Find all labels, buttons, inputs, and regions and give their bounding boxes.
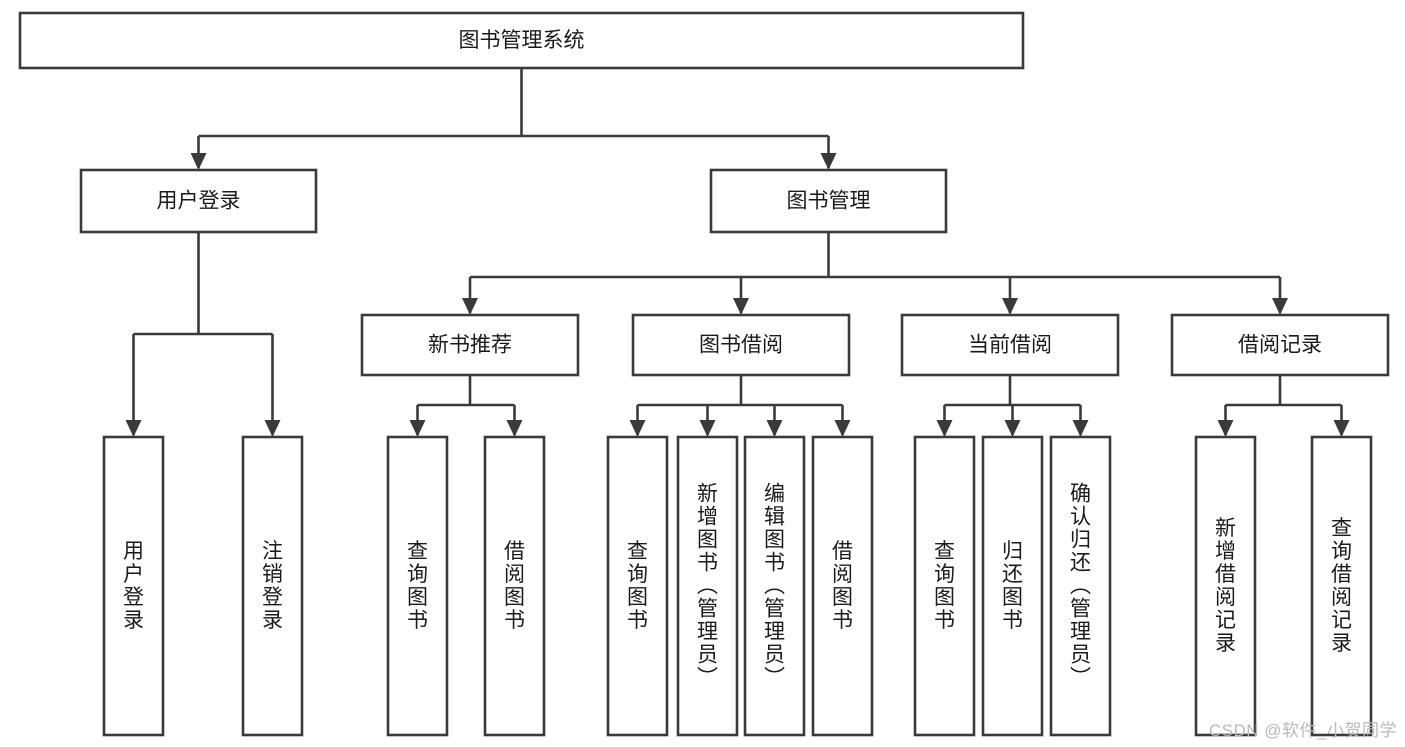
arrow-borrow-record-to-leaf-query-record <box>1333 420 1350 437</box>
node-leaf-borrow-book-1-box[interactable] <box>483 435 546 737</box>
node-leaf-borrow-book-1-label: 借阅图书 <box>504 540 525 632</box>
node-leaf-edit-book-label: 编辑图书︵管理员︶ <box>764 483 785 690</box>
node-user-login-box[interactable] <box>79 168 318 234</box>
node-leaf-logout-label: 注销登录 <box>262 540 283 632</box>
node-leaf-query-book-3[interactable]: 查询图书 <box>913 435 976 737</box>
node-leaf-add-book[interactable]: 新增图书︵管理员︶ <box>676 435 739 737</box>
arrow-current-borrow-to-leaf-query-book-3 <box>936 420 953 437</box>
node-new-book-rec-label: 新书推荐 <box>428 334 512 357</box>
arrow-new-book-rec-to-leaf-borrow-book-1 <box>506 420 523 437</box>
node-current-borrow-box[interactable] <box>900 313 1120 377</box>
node-book-borrow-box[interactable] <box>631 313 851 377</box>
node-book-manage-box[interactable] <box>709 168 948 234</box>
arrow-borrow-record-to-leaf-add-record <box>1217 420 1234 437</box>
node-leaf-user-login-label: 用户登录 <box>123 540 144 632</box>
node-leaf-query-book-1-box[interactable] <box>386 435 449 737</box>
node-leaf-query-book-2-label: 查询图书 <box>627 540 648 632</box>
node-leaf-query-book-3-label: 查询图书 <box>934 540 955 632</box>
node-leaf-logout-box[interactable] <box>241 435 304 737</box>
node-user-login[interactable]: 用户登录 <box>79 168 318 234</box>
node-leaf-add-book-label: 新增图书︵管理员︶ <box>697 483 718 690</box>
node-leaf-query-record[interactable]: 查询借阅记录 <box>1310 435 1373 737</box>
node-book-manage[interactable]: 图书管理 <box>709 168 948 234</box>
node-book-borrow-label: 图书借阅 <box>699 334 783 357</box>
node-current-borrow-label: 当前借阅 <box>968 334 1052 357</box>
node-leaf-add-book-box[interactable] <box>676 435 739 737</box>
node-leaf-confirm-return-label: 确认归还︵管理员︶ <box>1070 483 1091 690</box>
node-leaf-query-book-1[interactable]: 查询图书 <box>386 435 449 737</box>
arrow-book-borrow-to-leaf-borrow-book-2 <box>834 420 851 437</box>
node-leaf-query-book-2[interactable]: 查询图书 <box>606 435 669 737</box>
node-leaf-borrow-book-1[interactable]: 借阅图书 <box>483 435 546 737</box>
node-leaf-edit-book-box[interactable] <box>743 435 806 737</box>
node-leaf-confirm-return-box[interactable] <box>1049 435 1112 737</box>
node-new-book-rec[interactable]: 新书推荐 <box>360 313 580 377</box>
node-leaf-add-record[interactable]: 新增借阅记录 <box>1194 435 1257 737</box>
node-current-borrow[interactable]: 当前借阅 <box>900 313 1120 377</box>
node-leaf-confirm-return[interactable]: 确认归还︵管理员︶ <box>1049 435 1112 737</box>
arrow-user-login-to-leaf-logout <box>264 420 281 437</box>
node-leaf-borrow-book-2[interactable]: 借阅图书 <box>811 435 874 737</box>
arrow-book-borrow-to-leaf-query-book-2 <box>629 420 646 437</box>
node-leaf-add-record-box[interactable] <box>1194 435 1257 737</box>
node-leaf-query-book-3-box[interactable] <box>913 435 976 737</box>
node-leaf-edit-book[interactable]: 编辑图书︵管理员︶ <box>743 435 806 737</box>
node-leaf-logout[interactable]: 注销登录 <box>241 435 304 737</box>
arrow-book-borrow-to-leaf-edit-book <box>766 420 783 437</box>
arrow-bookmanage-to-new-book-rec <box>462 298 478 315</box>
arrow-book-borrow-to-leaf-add-book <box>699 420 716 437</box>
node-leaf-return-book-box[interactable] <box>981 435 1044 737</box>
arrow-root-to-user-login <box>190 153 207 170</box>
node-leaf-add-record-label: 新增借阅记录 <box>1215 517 1236 655</box>
arrow-bookmanage-to-borrow-record <box>1272 298 1288 315</box>
node-borrow-record-box[interactable] <box>1170 313 1390 377</box>
node-leaf-query-book-1-label: 查询图书 <box>407 540 428 632</box>
node-root[interactable]: 图书管理系统 <box>18 11 1025 70</box>
node-book-borrow[interactable]: 图书借阅 <box>631 313 851 377</box>
arrow-bookmanage-to-book-borrow <box>733 298 749 315</box>
node-new-book-rec-box[interactable] <box>360 313 580 377</box>
node-leaf-return-book[interactable]: 归还图书 <box>981 435 1044 737</box>
arrow-current-borrow-to-leaf-return-book <box>1004 420 1021 437</box>
node-leaf-return-book-label: 归还图书 <box>1002 540 1023 632</box>
node-leaf-query-record-box[interactable] <box>1310 435 1373 737</box>
node-borrow-record[interactable]: 借阅记录 <box>1170 313 1390 377</box>
node-root-label: 图书管理系统 <box>459 29 585 52</box>
node-book-manage-label: 图书管理 <box>787 190 871 213</box>
node-leaf-query-record-label: 查询借阅记录 <box>1331 517 1352 655</box>
arrow-current-borrow-to-leaf-confirm-return <box>1072 420 1089 437</box>
arrow-user-login-to-leaf-user-login <box>125 420 142 437</box>
node-leaf-borrow-book-2-box[interactable] <box>811 435 874 737</box>
arrow-root-to-book-manage <box>820 153 837 170</box>
arrow-bookmanage-to-current-borrow <box>1002 298 1018 315</box>
arrow-new-book-rec-to-leaf-query-book-1 <box>409 420 426 437</box>
node-leaf-query-book-2-box[interactable] <box>606 435 669 737</box>
node-user-login-label: 用户登录 <box>157 190 241 213</box>
node-leaf-user-login[interactable]: 用户登录 <box>102 435 165 737</box>
node-borrow-record-label: 借阅记录 <box>1238 334 1322 357</box>
node-leaf-borrow-book-2-label: 借阅图书 <box>832 540 853 632</box>
connector-layer <box>125 68 1350 437</box>
node-layer: 图书管理系统用户登录图书管理新书推荐图书借阅当前借阅借阅记录用户登录注销登录查询… <box>18 11 1390 737</box>
node-root-box[interactable] <box>18 11 1025 70</box>
node-leaf-user-login-box[interactable] <box>102 435 165 737</box>
